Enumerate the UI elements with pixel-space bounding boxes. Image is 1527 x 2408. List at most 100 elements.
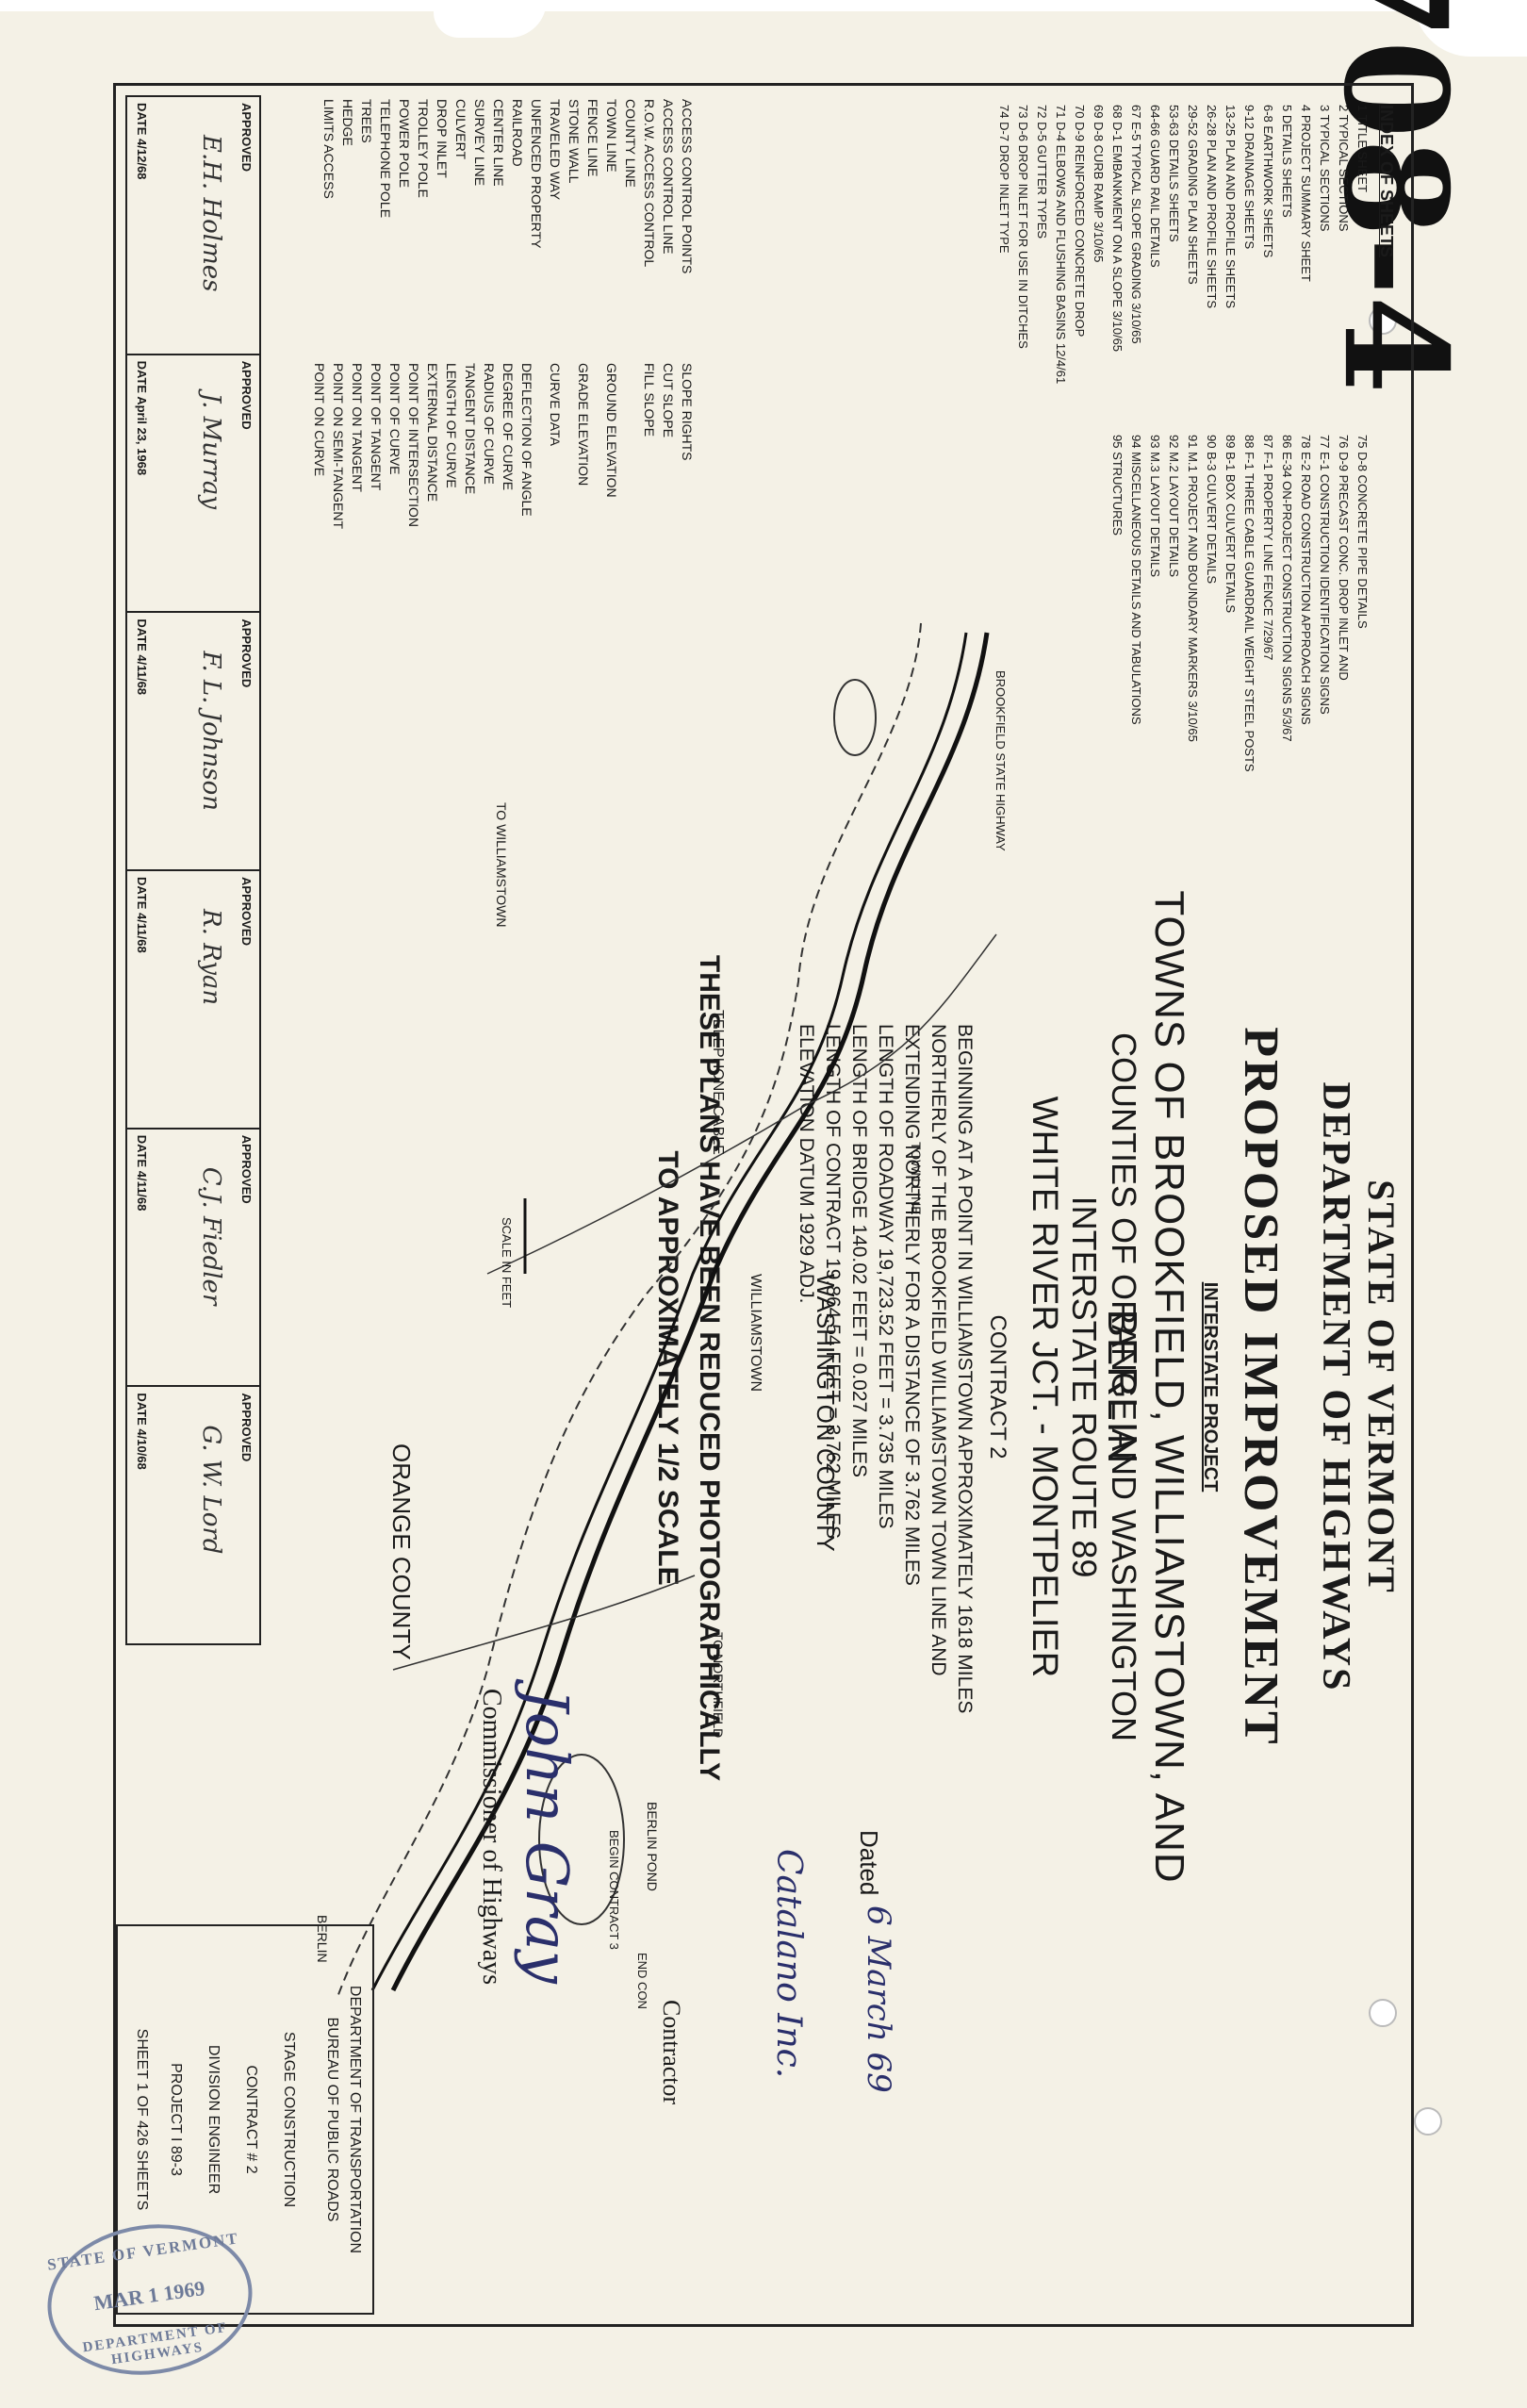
legend-item: POINT OF CURVE <box>387 363 402 475</box>
department-stamp: STATE OF VERMONT MAR 1 1969 DEPARTMENT O… <box>38 2211 262 2388</box>
legend-item: POINT OF TANGENT <box>369 363 384 491</box>
legend-item: CENTER LINE <box>491 99 506 187</box>
approval-label: APPROVED <box>239 618 254 688</box>
approval-date: DATE 4/11/68 <box>135 618 149 696</box>
index-line: 69 D-8 CURB RAMP 3/10/65 <box>1092 105 1106 263</box>
map-label: TO NORTHFIELD <box>711 1632 726 1738</box>
legend-item: CURVE DATA <box>548 363 563 446</box>
interstate-alignment <box>370 632 968 1991</box>
dept-box-line: BUREAU OF PUBLIC ROADS <box>324 2017 340 2222</box>
legend-item: UNFENCED PROPERTY <box>529 99 544 249</box>
legend-item: COUNTY LINE <box>623 99 638 188</box>
legend-item: POINT ON SEMI-TANGENT <box>331 363 346 530</box>
index-line: 5 DETAILS SHEETS <box>1280 105 1294 218</box>
index-line: 2 TYPICAL SECTIONS <box>1337 105 1351 232</box>
map-label: ORANGE COUNTY <box>387 1443 416 1660</box>
counties-line: COUNTIES OF ORANGE AND WASHINGTON <box>1105 1031 1143 1742</box>
index-line: 70 D-9 REINFORCED CONCRETE DROP <box>1073 105 1087 338</box>
index-line: 86 E-34 ON-PROJECT CONSTRUCTION SIGNS 5/… <box>1280 435 1294 742</box>
project-type: INTERSTATE PROJECT <box>1200 1281 1221 1493</box>
approval-date: DATE 4/11/68 <box>135 1134 149 1212</box>
index-line: 71 D-4 ELBOWS AND FLUSHING BASINS 12/4/6… <box>1054 105 1068 385</box>
approval-signature: G. W. Lord <box>197 1425 225 1555</box>
index-line: 9-12 DRAINAGE SHEETS <box>1242 105 1256 250</box>
torn-edge <box>434 0 547 38</box>
town-line <box>486 933 997 1275</box>
index-line: 75 D-8 CONCRETE PIPE DETAILS <box>1355 435 1370 629</box>
legend-item: HEDGE <box>340 99 355 146</box>
punch-hole <box>1414 2107 1442 2136</box>
legend-item: FILL SLOPE <box>642 363 657 437</box>
department-title: DEPARTMENT OF HIGHWAYS <box>1314 1081 1357 1692</box>
contractor-signature: Catalano Inc. <box>769 1849 808 2079</box>
approval-cell: APPROVED F. L. Johnson DATE 4/11/68 <box>127 613 259 872</box>
legend-item: DEFLECTION OF ANGLE <box>519 363 534 517</box>
map-label: BERLIN <box>315 1915 330 1963</box>
town-line <box>392 1575 696 1671</box>
approval-label: APPROVED <box>239 1134 254 1204</box>
dated-label: Dated <box>855 1830 883 1896</box>
legend-item: LIMITS ACCESS <box>321 99 337 199</box>
map-label: WASHINGTON COUNTY <box>812 1274 840 1552</box>
legend-item: TRAVELED WAY <box>548 99 563 201</box>
legend-item: SURVEY LINE <box>472 99 487 187</box>
approval-date: DATE April 23, 1968 <box>135 360 149 476</box>
approval-cell: APPROVED R. Ryan DATE 4/11/68 <box>127 871 259 1130</box>
index-line: 6-8 EARTHWORK SHEETS <box>1261 105 1275 258</box>
punch-hole <box>1369 1999 1397 2027</box>
legend-item: TREES <box>359 99 374 143</box>
legend-item: POINT ON CURVE <box>312 363 327 477</box>
dept-box-line: DEPARTMENT OF TRANSPORTATION <box>347 1985 363 2254</box>
approval-date: DATE 4/11/68 <box>135 877 149 953</box>
index-line: 13-25 PLAN AND PROFILE SHEETS <box>1223 105 1238 309</box>
index-line: 64-66 GUARD RAIL DETAILS <box>1148 105 1162 268</box>
legend-item: ACCESS CONTROL LINE <box>661 99 676 255</box>
approval-signature: C.J. Fiedler <box>197 1166 225 1306</box>
legend-item: DROP INLET <box>435 99 450 178</box>
legend-item: CUT SLOPE <box>661 363 676 438</box>
approval-label: APPROVED <box>239 360 254 430</box>
legend-item: POINT OF INTERSECTION <box>406 363 421 527</box>
brookfield-pond <box>833 679 877 756</box>
map-label: TOWN LINE <box>909 1142 924 1215</box>
legend-item: SLOPE RIGHTS <box>680 363 695 461</box>
index-line: 77 E-1 CONSTRUCTION IDENTIFICATION SIGNS <box>1318 435 1332 715</box>
legend-item: TANGENT DISTANCE <box>463 363 478 495</box>
stamp-text: MAR 1 1969 <box>91 2275 206 2316</box>
index-line: 90 B-3 CULVERT DETAILS <box>1205 435 1219 584</box>
dated-value: 6 March 69 <box>860 1905 897 2093</box>
legend-item: GROUND ELEVATION <box>604 363 619 498</box>
index-line: 88 F-1 THREE CABLE GUARDRAIL WEIGHT STEE… <box>1242 435 1256 772</box>
index-line: 94 MISCELLANEOUS DETAILS AND TABULATIONS <box>1129 435 1143 725</box>
index-line: 78 E-2 ROAD CONSTRUCTION APPROACH SIGNS <box>1299 435 1313 725</box>
approval-date: DATE 4/12/68 <box>135 103 149 180</box>
contractor-label: Contractor <box>658 2000 685 2105</box>
index-line: 89 B-1 BOX CULVERT DETAILS <box>1223 435 1238 614</box>
approval-signature: J. Murray <box>197 392 225 510</box>
approval-cell: APPROVED E.H. Holmes DATE 4/12/68 <box>127 97 259 355</box>
index-line: 73 D-6 DROP INLET FOR USE IN DITCHES <box>1016 105 1030 349</box>
dept-box-line: CONTRACT # 2 <box>243 2065 259 2174</box>
index-line: 26-28 PLAN AND PROFILE SHEETS <box>1205 105 1219 309</box>
drawing-frame: INDEX OF SHEETS 1 TITLE SHEET 2 TYPICAL … <box>113 83 1414 2327</box>
approval-block: APPROVED E.H. Holmes DATE 4/12/68 APPROV… <box>125 95 261 1645</box>
route-map: TELEPHONE CABLE WILLIAMSTOWN ORANGE COUN… <box>315 622 1008 2009</box>
commissioner-label: Commissioner of Highways <box>477 1689 506 1986</box>
map-label: BEGIN CONTRACT 3 <box>607 1830 621 1950</box>
index-line: 95 STRUCTURES <box>1110 435 1125 536</box>
legend-item: LENGTH OF CURVE <box>444 363 459 488</box>
index-line: 92 M.2 LAYOUT DETAILS <box>1167 435 1181 577</box>
legend-item: TROLLEY POLE <box>416 99 431 198</box>
route-line: INTERSTATE ROUTE 89 <box>1065 1196 1104 1578</box>
legend-item: STONE WALL <box>566 99 582 184</box>
legend-item: POINT ON TANGENT <box>350 363 365 492</box>
project-heading: PROPOSED IMPROVEMENT <box>1234 1027 1288 1747</box>
legend-item: RAILROAD <box>510 99 525 167</box>
legend-item: CULVERT <box>453 99 468 160</box>
legend-item: DEGREE OF CURVE <box>501 363 516 491</box>
index-line: 72 D-5 GUTTER TYPES <box>1035 105 1049 239</box>
approval-cell: APPROVED G. W. Lord DATE 4/10/68 <box>127 1387 259 1643</box>
scale-label: SCALE IN FEET <box>500 1217 514 1308</box>
approval-date: DATE 4/10/68 <box>135 1393 149 1470</box>
